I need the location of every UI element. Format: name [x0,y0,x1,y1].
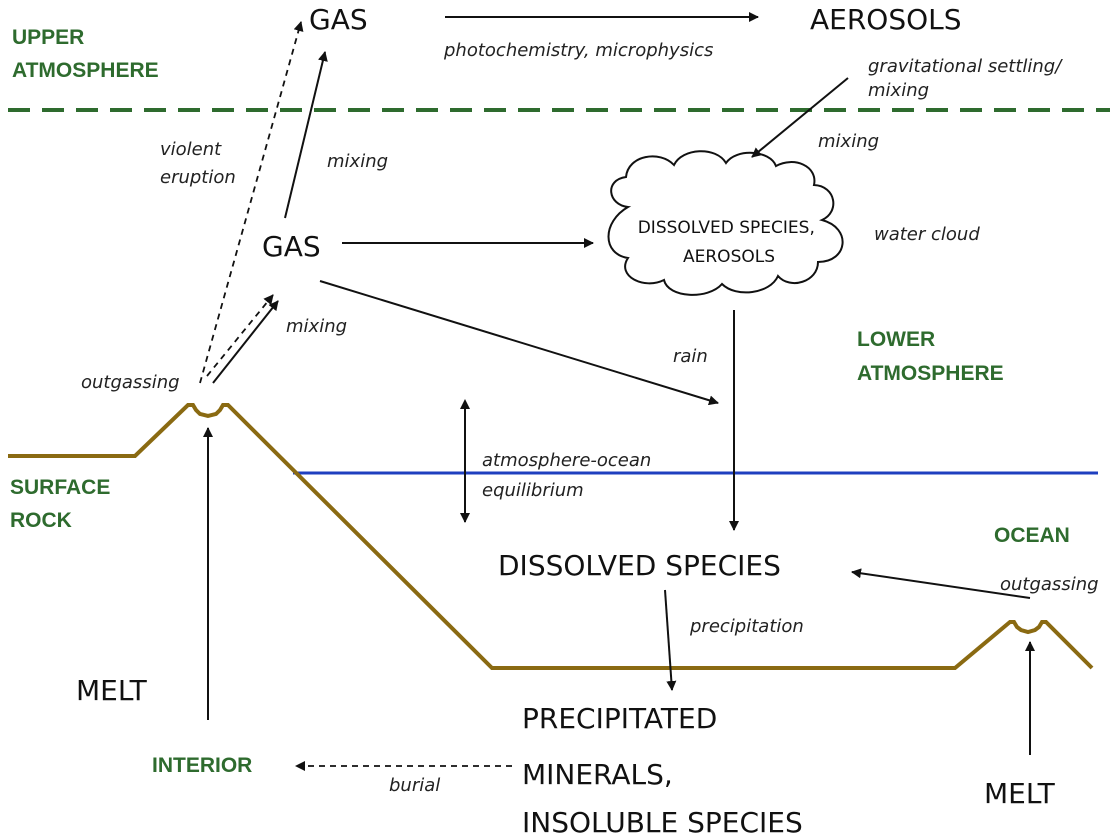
node-cloud-contents: DISSOLVED SPECIES, AEROSOLS [638,218,821,267]
label-violent-eruption: violent eruption [160,139,236,188]
label-mixing-upper: mixing [327,151,388,172]
node-melt-left: MELT [76,674,148,707]
zone-upper-atmosphere: UPPER ATMOSPHERE [12,26,159,82]
node-precipitated-minerals: PRECIPITATED MINERALS, INSOLUBLE SPECIES [522,702,803,834]
label-water-cloud: water cloud [874,224,980,245]
label-photochemistry: photochemistry, microphysics [443,40,713,61]
label-outgassing-right: outgassing [1000,574,1099,595]
label-rain: rain [673,346,708,367]
zone-ocean: OCEAN [994,524,1070,547]
zone-interior: INTERIOR [152,754,252,777]
arrow-precipitation [664,589,677,691]
arrow-violent-eruption [199,21,304,384]
label-precipitation: precipitation [689,616,804,637]
label-gravitational-settling: gravitational settling/ mixing [868,56,1067,101]
node-gas-lower: GAS [262,230,321,263]
label-mixing-cloud: mixing [818,131,879,152]
node-gas-upper: GAS [309,3,368,36]
arrow-ocean-outgassing [851,568,1031,599]
node-aerosols-upper: AEROSOLS [810,3,962,36]
ground-profile [8,403,1094,670]
zone-lower-atmosphere: LOWER ATMOSPHERE [857,328,1004,385]
arrow-mixing-upper [284,51,328,219]
node-dissolved-species: DISSOLVED SPECIES [498,549,781,582]
arrow-settling [751,77,849,158]
node-melt-right: MELT [984,777,1056,810]
arrow-rain-diagonal [319,280,719,406]
arrow-mixing-lower [212,300,279,384]
arrow-outgassing-dashed [206,294,274,377]
label-atmosphere-ocean: atmosphere-ocean equilibrium [482,450,657,501]
water-cloud-shape [607,150,844,296]
label-outgassing-left: outgassing [81,372,180,393]
label-burial: burial [389,775,440,796]
zone-surface-rock: SURFACE ROCK [10,476,116,532]
label-mixing-lower: mixing [286,316,347,337]
